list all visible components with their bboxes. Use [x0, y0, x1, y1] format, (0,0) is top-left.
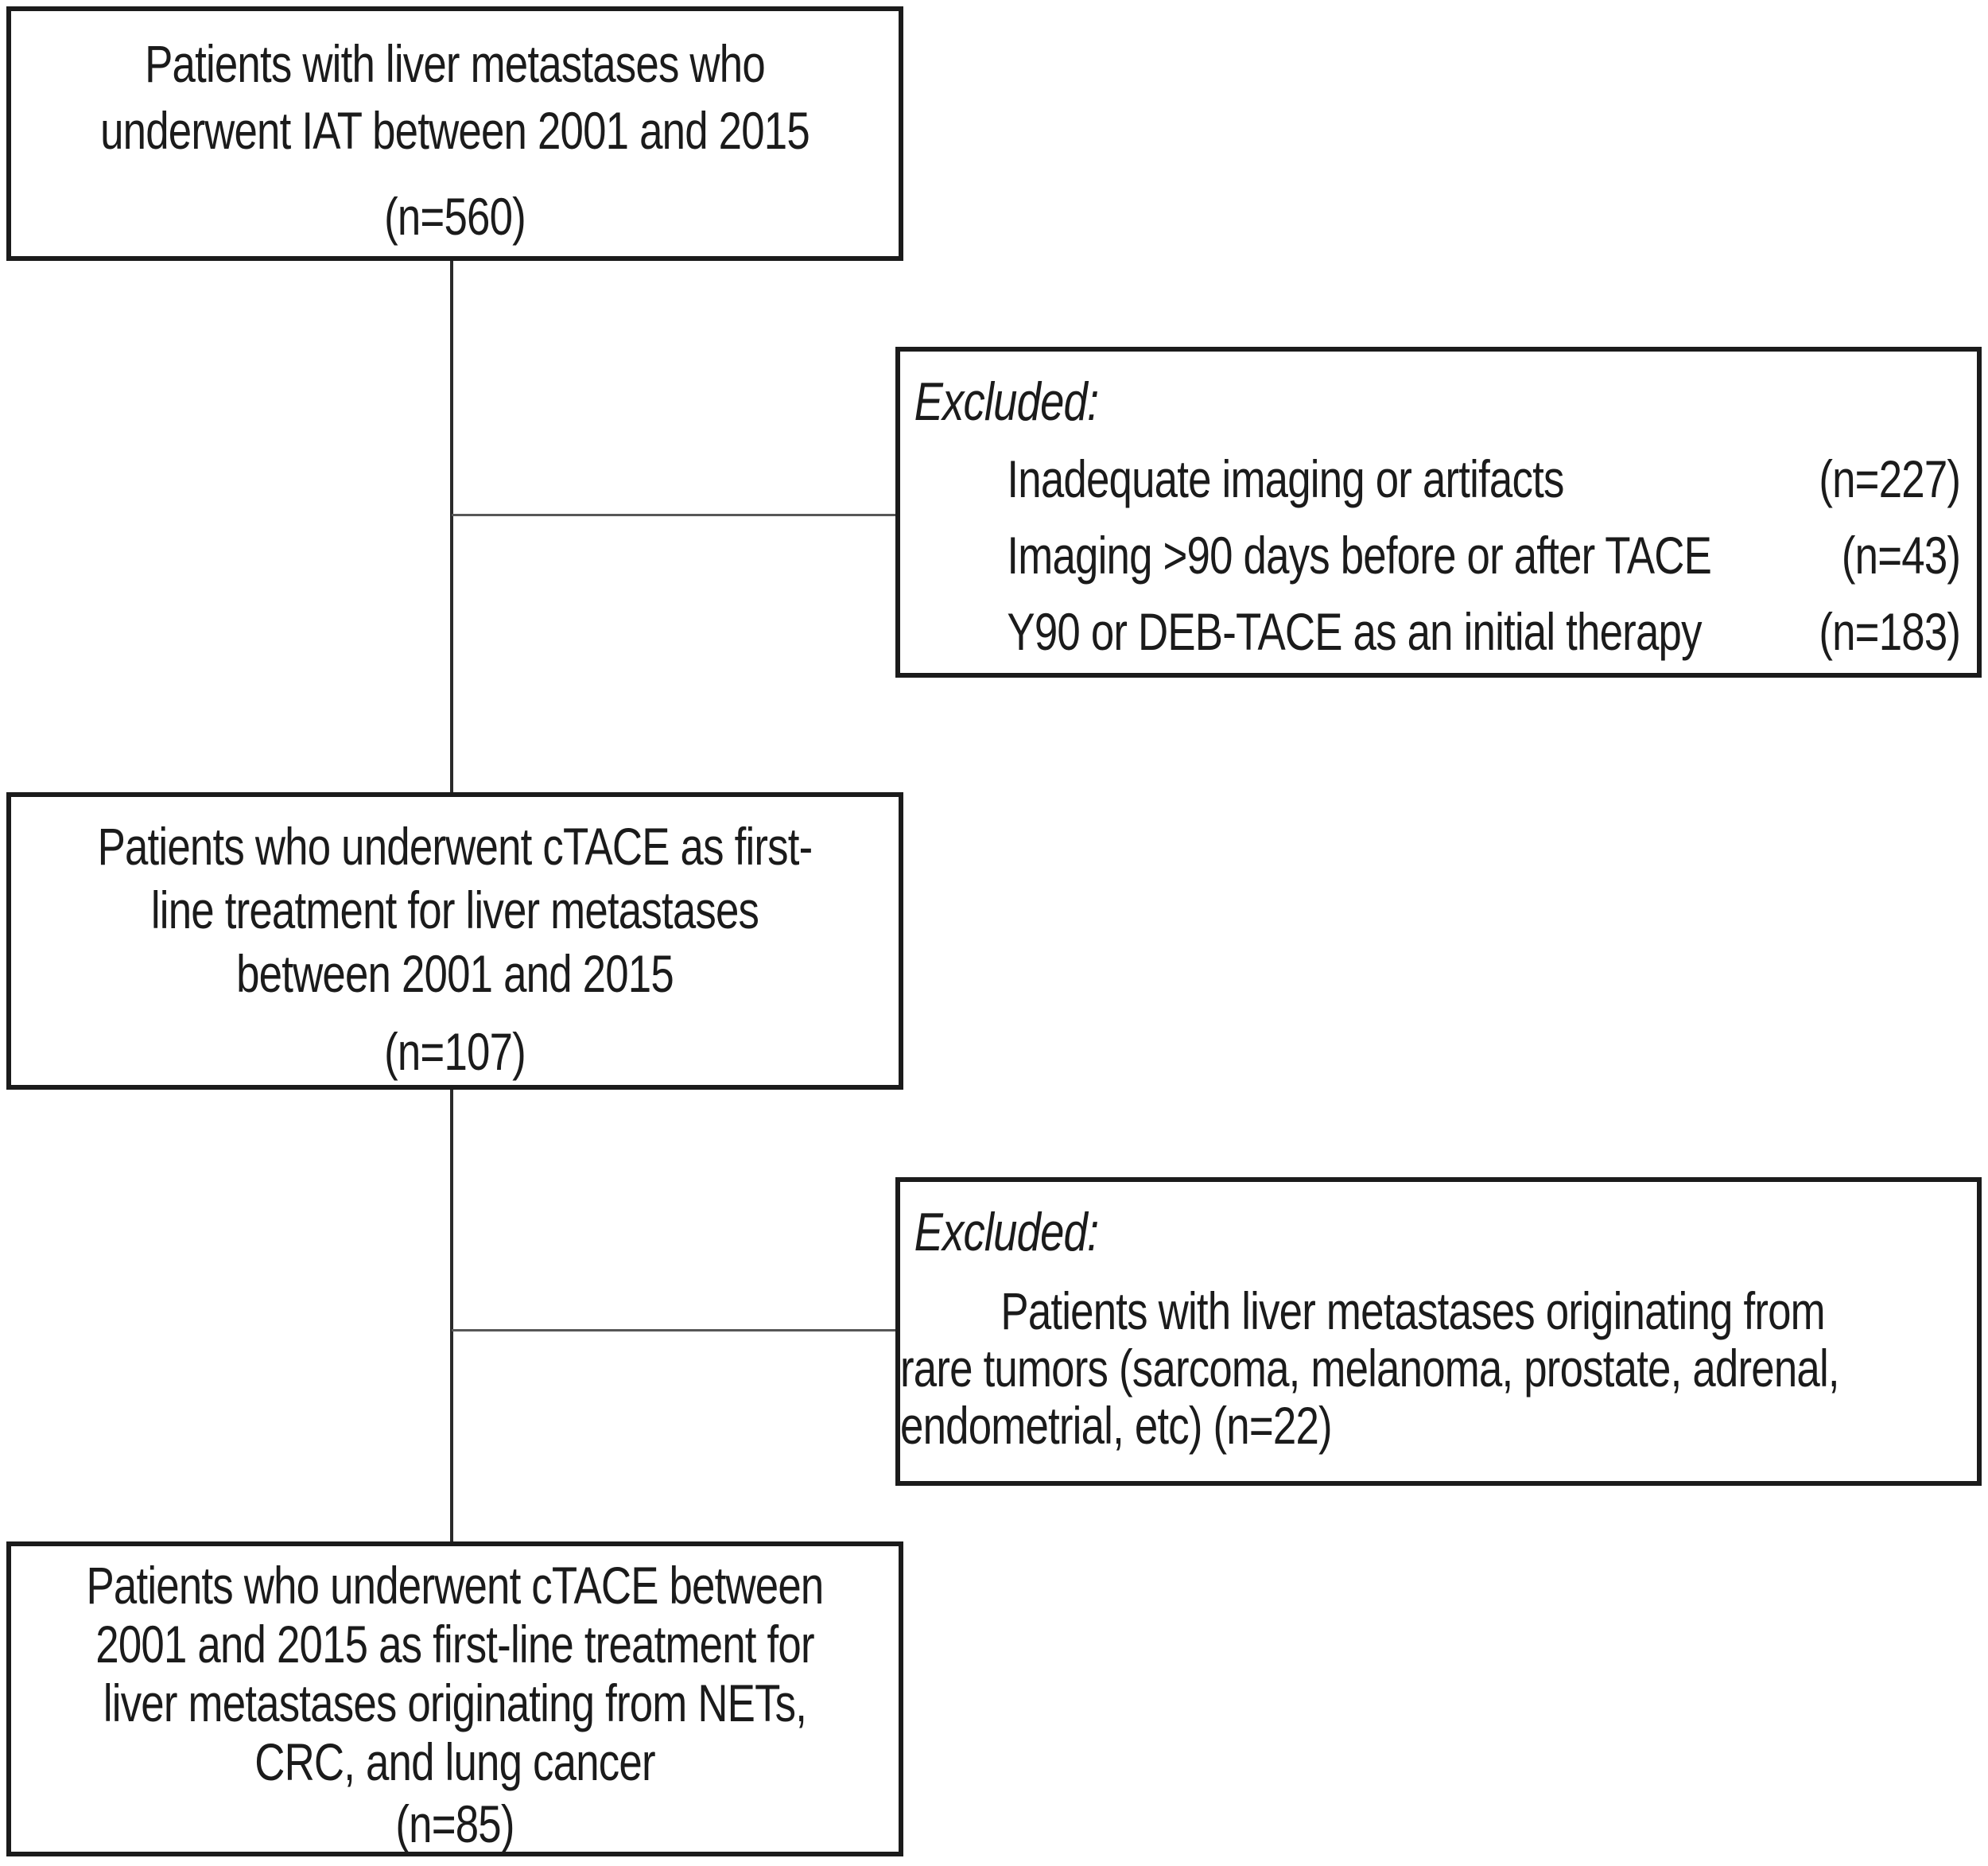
excluded-item-count: (n=227)	[1819, 449, 1961, 508]
excluded-text-line: Patients with liver metastases originati…	[1000, 1281, 1825, 1340]
box-text-line: Patients with liver metastases who	[145, 34, 766, 93]
connector-vertical-top	[450, 261, 453, 794]
patient-count: (n=85)	[395, 1794, 514, 1853]
excluded-text-line: endometrial, etc) (n=22)	[900, 1396, 1333, 1455]
excluded-title: Excluded:	[914, 1202, 1100, 1262]
box-text-line: CRC, and lung cancer	[254, 1732, 655, 1791]
box-text-line: line treatment for liver metastases	[150, 881, 759, 939]
excluded-item: Imaging >90 days before or after TACE (n…	[900, 527, 1977, 584]
box-ctace-cohort: Patients who underwent cTACE as first- l…	[6, 792, 903, 1090]
box-excluded-1: Excluded: Inadequate imaging or artifact…	[895, 347, 1982, 678]
box-text-line: Patients who underwent cTACE between	[86, 1556, 824, 1615]
excluded-item: Inadequate imaging or artifacts (n=227)	[900, 450, 1977, 507]
box-excluded-2: Excluded: Patients with liver metastases…	[895, 1177, 1982, 1486]
box-text-line: between 2001 and 2015	[236, 944, 674, 1003]
excluded-title: Excluded:	[914, 371, 1100, 432]
excluded-item-label: Imaging >90 days before or after TACE	[1007, 526, 1712, 585]
excluded-item-count: (n=43)	[1841, 526, 1961, 585]
excluded-paragraph: Patients with liver metastases originati…	[900, 1282, 1977, 1454]
box-initial-cohort: Patients with liver metastases who under…	[6, 6, 903, 261]
excluded-text-line: rare tumors (sarcoma, melanoma, prostate…	[900, 1339, 1840, 1398]
box-text-line: underwent IAT between 2001 and 2015	[100, 101, 810, 160]
connector-horizontal-excluded-1	[452, 514, 897, 516]
patient-count: (n=560)	[384, 187, 526, 246]
excluded-item-label: Y90 or DEB-TACE as an initial therapy	[1007, 602, 1702, 661]
box-text-line: Patients who underwent cTACE as first-	[97, 817, 813, 876]
box-text-line: 2001 and 2015 as first-line treatment fo…	[95, 1615, 814, 1674]
box-text-line: liver metastases originating from NETs,	[103, 1674, 807, 1732]
excluded-item-count: (n=183)	[1819, 602, 1961, 661]
patient-count: (n=107)	[384, 1022, 526, 1081]
box-final-cohort: Patients who underwent cTACE between 200…	[6, 1541, 903, 1856]
excluded-item-label: Inadequate imaging or artifacts	[1007, 449, 1564, 508]
excluded-item: Y90 or DEB-TACE as an initial therapy (n…	[900, 603, 1977, 660]
connector-horizontal-excluded-2	[452, 1329, 897, 1331]
connector-vertical-bottom	[450, 1088, 453, 1543]
